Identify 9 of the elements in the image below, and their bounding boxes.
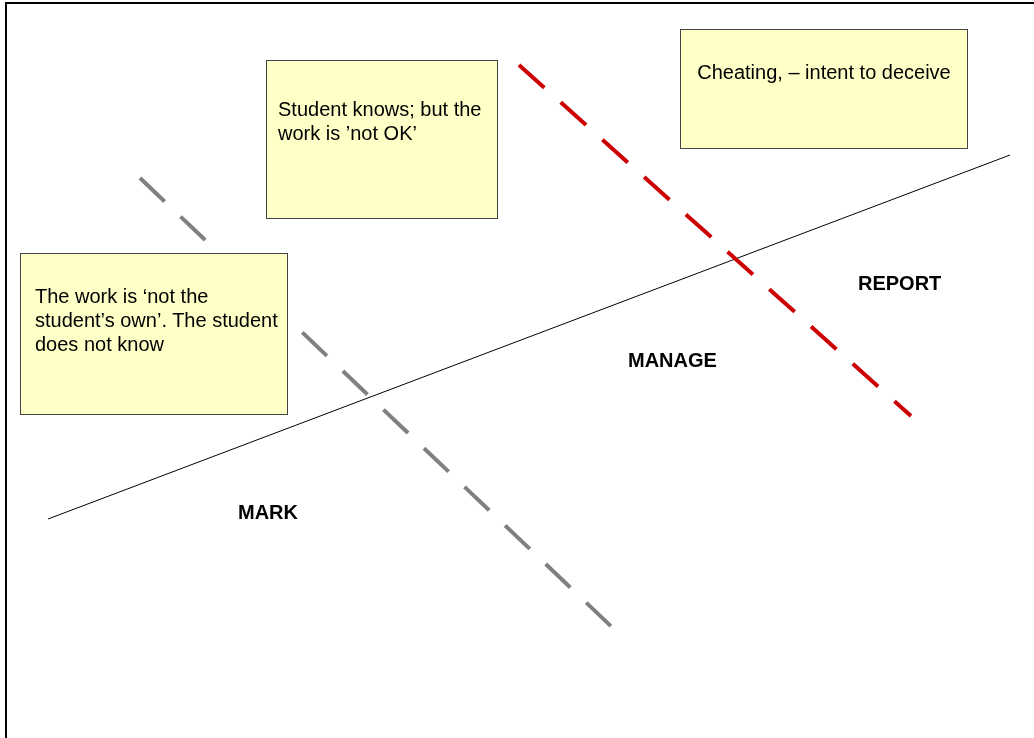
zone-label: REPORT (858, 272, 942, 295)
note-text: The work is ‘not the student’s own’. The student does not know (35, 284, 279, 356)
zone-label: MARK (238, 501, 298, 524)
zone-label: MANAGE (628, 349, 717, 372)
note-text: Student knows; but the work is ’not OK’ (278, 97, 483, 145)
note-box (266, 60, 498, 219)
note-box (20, 253, 288, 415)
note-box (680, 29, 968, 149)
note-text: Cheating, – intent to deceive (696, 60, 952, 84)
